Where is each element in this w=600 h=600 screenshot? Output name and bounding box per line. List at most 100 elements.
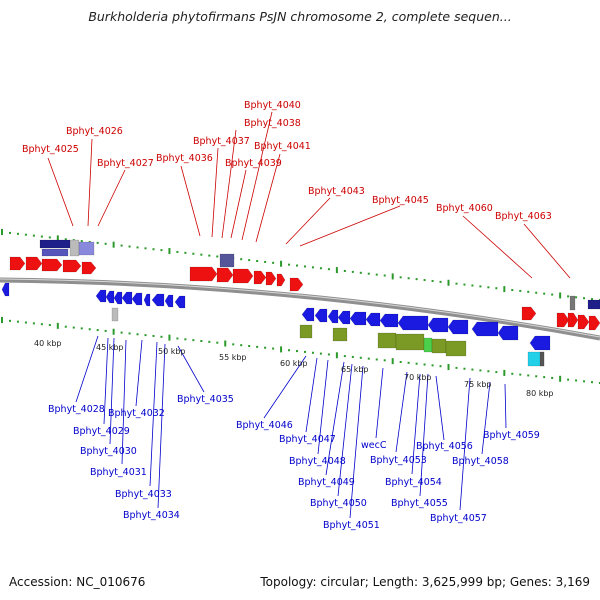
scale-dot — [367, 357, 370, 360]
rna-feature[interactable] — [395, 333, 425, 351]
gene-label-bottom[interactable]: wecC — [361, 440, 387, 451]
gene-label-top[interactable]: Bphyt_4043 — [308, 186, 365, 197]
reverse-gene-arrow[interactable] — [105, 290, 115, 304]
reverse-gene-arrow[interactable] — [379, 313, 399, 328]
gene-label-bottom[interactable]: Bphyt_4054 — [385, 477, 442, 488]
feature-block[interactable] — [111, 307, 119, 322]
reverse-gene-arrow[interactable] — [95, 289, 107, 303]
reverse-gene-arrow[interactable] — [427, 317, 449, 333]
reverse-gene-arrow[interactable] — [397, 315, 429, 331]
label-leader — [230, 169, 247, 239]
forward-gene-arrow[interactable] — [62, 259, 82, 273]
gene-label-top[interactable]: Bphyt_4063 — [495, 211, 552, 222]
gene-label-bottom[interactable]: Bphyt_4050 — [310, 498, 367, 509]
gene-label-bottom[interactable]: Bphyt_4029 — [73, 426, 130, 437]
forward-gene-arrow[interactable] — [521, 306, 537, 321]
scale-label: 75 kbp — [464, 380, 492, 389]
feature-block[interactable] — [569, 295, 576, 311]
gene-label-top[interactable]: Bphyt_4038 — [244, 118, 301, 129]
forward-gene-arrow[interactable] — [41, 258, 63, 272]
gene-label-top[interactable]: Bphyt_4025 — [22, 144, 79, 155]
gene-label-bottom[interactable]: Bphyt_4051 — [323, 520, 380, 531]
gene-label-top[interactable]: Bphyt_4039 — [225, 158, 282, 169]
gene-label-top[interactable]: Bphyt_4036 — [156, 153, 213, 164]
gene-label-bottom[interactable]: Bphyt_4048 — [289, 456, 346, 467]
forward-gene-arrow[interactable] — [567, 312, 579, 328]
reverse-gene-arrow[interactable] — [365, 312, 381, 327]
gene-label-top[interactable]: Bphyt_4037 — [193, 136, 250, 147]
feature-block[interactable] — [587, 299, 600, 310]
feature-block[interactable] — [69, 239, 80, 257]
gene-label-top[interactable]: Bphyt_4041 — [254, 141, 311, 152]
forward-gene-arrow[interactable] — [253, 270, 267, 285]
scale-dot — [296, 350, 299, 353]
reverse-gene-arrow[interactable] — [314, 308, 328, 323]
forward-gene-arrow[interactable] — [265, 271, 277, 286]
reverse-gene-arrow[interactable] — [174, 295, 186, 309]
rna-feature[interactable] — [445, 340, 467, 357]
reverse-gene-arrow[interactable] — [121, 291, 133, 305]
gene-label-bottom[interactable]: Bphyt_4059 — [483, 430, 540, 441]
forward-gene-arrow[interactable] — [577, 314, 590, 330]
gene-label-bottom[interactable]: Bphyt_4035 — [177, 394, 234, 405]
reverse-gene-arrow[interactable] — [151, 293, 165, 307]
feature-block[interactable] — [78, 241, 95, 256]
gene-label-bottom[interactable]: Bphyt_4033 — [115, 489, 172, 500]
forward-gene-arrow[interactable] — [289, 277, 304, 292]
forward-gene-arrow[interactable] — [216, 267, 234, 283]
rna-feature[interactable] — [299, 324, 313, 339]
gene-label-bottom[interactable]: Bphyt_4034 — [123, 510, 180, 521]
gene-label-bottom[interactable]: Bphyt_4046 — [236, 420, 293, 431]
reverse-gene-arrow[interactable] — [337, 310, 351, 325]
reverse-gene-arrow[interactable] — [131, 292, 143, 306]
gene-label-bottom[interactable]: Bphyt_4028 — [48, 404, 105, 415]
forward-gene-arrow[interactable] — [189, 266, 218, 282]
forward-gene-arrow[interactable] — [9, 256, 26, 271]
gene-label-bottom[interactable]: Bphyt_4032 — [108, 408, 165, 419]
gene-label-bottom[interactable]: Bphyt_4057 — [430, 513, 487, 524]
reverse-gene-arrow[interactable] — [143, 293, 151, 307]
feature-block[interactable] — [39, 239, 71, 249]
gene-label-top[interactable]: Bphyt_4027 — [97, 158, 154, 169]
forward-gene-arrow[interactable] — [588, 315, 600, 331]
gene-features[interactable] — [1, 239, 600, 367]
reverse-gene-arrow[interactable] — [327, 309, 339, 324]
gene-label-top[interactable]: Bphyt_4026 — [66, 126, 123, 137]
gene-label-bottom[interactable]: Bphyt_4056 — [416, 441, 473, 452]
gene-label-bottom[interactable]: Bphyt_4031 — [90, 467, 147, 478]
rna-feature[interactable] — [377, 332, 397, 349]
gene-label-bottom[interactable]: Bphyt_4047 — [279, 434, 336, 445]
gene-label-top[interactable]: Bphyt_4045 — [372, 195, 429, 206]
reverse-gene-arrow[interactable] — [113, 291, 123, 305]
feature-block[interactable] — [41, 248, 69, 257]
reverse-gene-arrow[interactable] — [447, 319, 469, 335]
reverse-gene-arrow[interactable] — [349, 311, 367, 326]
gene-label-bottom[interactable]: Bphyt_4049 — [298, 477, 355, 488]
feature-block[interactable] — [219, 253, 235, 268]
rna-feature[interactable] — [431, 338, 447, 354]
rna-feature[interactable] — [423, 337, 433, 353]
reverse-gene-arrow[interactable] — [301, 307, 315, 322]
gene-label-bottom[interactable]: Bphyt_4030 — [80, 446, 137, 457]
gene-label-bottom[interactable]: Bphyt_4055 — [391, 498, 448, 509]
forward-gene-arrow[interactable] — [232, 268, 254, 284]
reverse-gene-arrow[interactable] — [471, 321, 499, 337]
gene-label-bottom[interactable]: Bphyt_4053 — [370, 455, 427, 466]
forward-gene-arrow[interactable] — [276, 273, 286, 287]
gene-label-top[interactable]: Bphyt_4060 — [436, 203, 493, 214]
forward-gene-arrow[interactable] — [25, 256, 43, 271]
label-leader — [255, 153, 281, 243]
forward-gene-arrow[interactable] — [81, 261, 97, 275]
gene-label-bottom[interactable]: Bphyt_4058 — [452, 456, 509, 467]
reverse-gene-arrow[interactable] — [1, 282, 10, 297]
forward-gene-arrow[interactable] — [556, 312, 570, 328]
gene-label-top[interactable]: Bphyt_4040 — [244, 100, 301, 111]
scale-dot — [311, 351, 314, 354]
reverse-gene-arrow[interactable] — [164, 294, 174, 308]
reverse-gene-arrow[interactable] — [497, 325, 519, 341]
reverse-gene-arrow[interactable] — [529, 335, 551, 351]
rna-feature[interactable] — [332, 327, 348, 342]
feature-block[interactable] — [539, 351, 545, 367]
